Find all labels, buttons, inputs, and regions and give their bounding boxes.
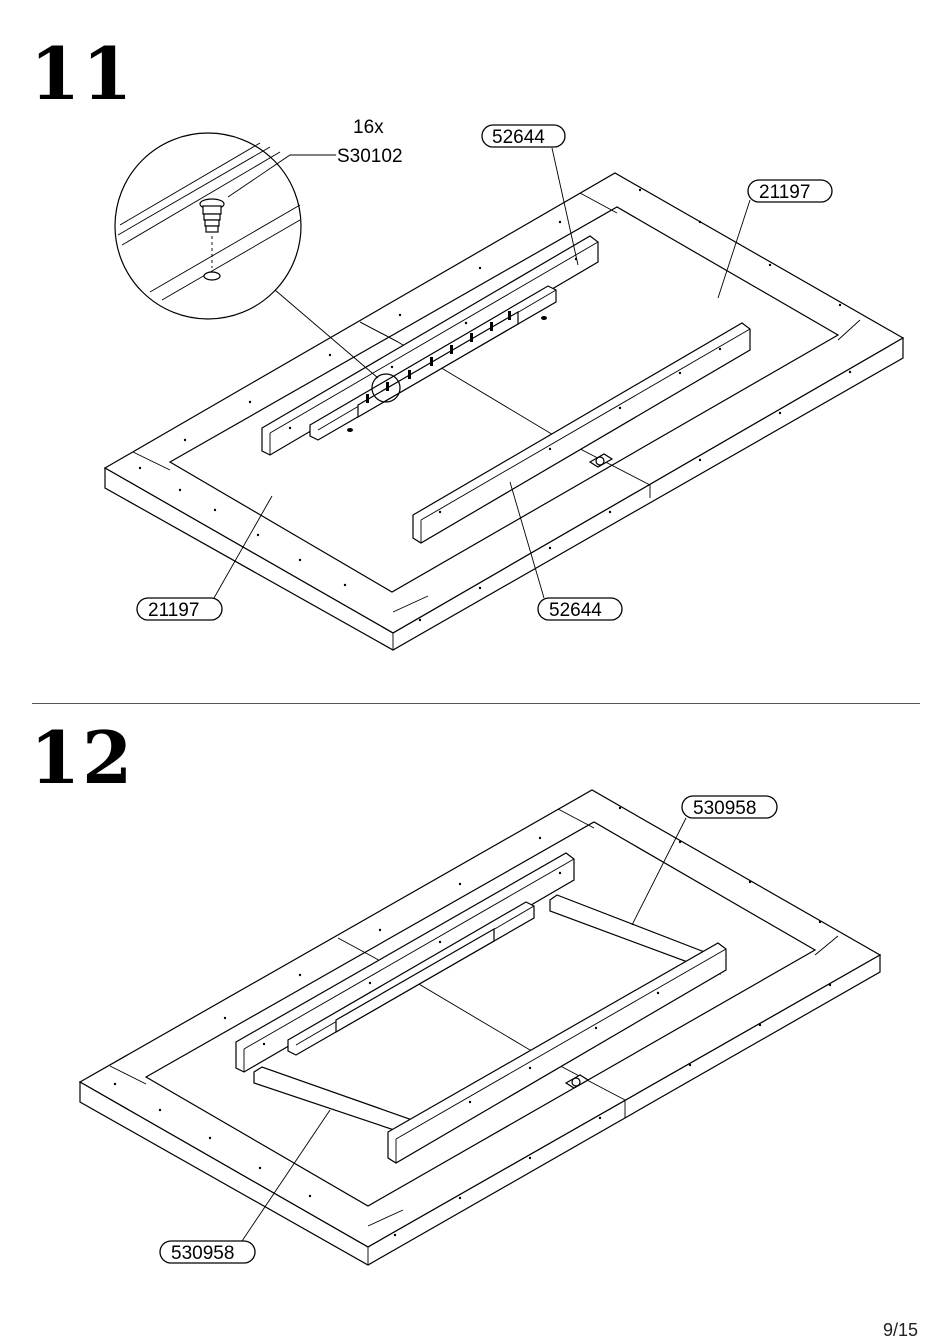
callout-crossbar-top-step12: 530958 — [682, 796, 777, 819]
callout-frame-right-step11: 21197 — [748, 180, 832, 203]
callout-quantity-16x: 16x — [353, 117, 384, 138]
svg-text:21197: 21197 — [759, 182, 810, 203]
svg-text:52644: 52644 — [549, 600, 602, 621]
callout-crossbar-bottom-step12: 530958 — [160, 1241, 255, 1264]
step-11-drawing: 16x S30102 52644 21197 21197 52644 — [105, 117, 903, 650]
callout-rail-bottom-step11: 52644 — [538, 598, 622, 621]
svg-text:52644: 52644 — [492, 127, 545, 148]
table-frame-top — [105, 173, 903, 633]
screw-s30102-icon — [200, 199, 224, 280]
table-frame-top-step12 — [80, 790, 880, 1247]
callout-fitting-s30102: S30102 — [337, 146, 403, 167]
svg-text:530958: 530958 — [693, 798, 756, 819]
step-12-drawing: 530958 530958 — [80, 790, 880, 1265]
svg-text:21197: 21197 — [148, 600, 199, 621]
callout-frame-left-step11: 21197 — [137, 598, 222, 621]
svg-text:530958: 530958 — [171, 1243, 234, 1264]
callout-rail-top-step11: 52644 — [482, 125, 565, 148]
